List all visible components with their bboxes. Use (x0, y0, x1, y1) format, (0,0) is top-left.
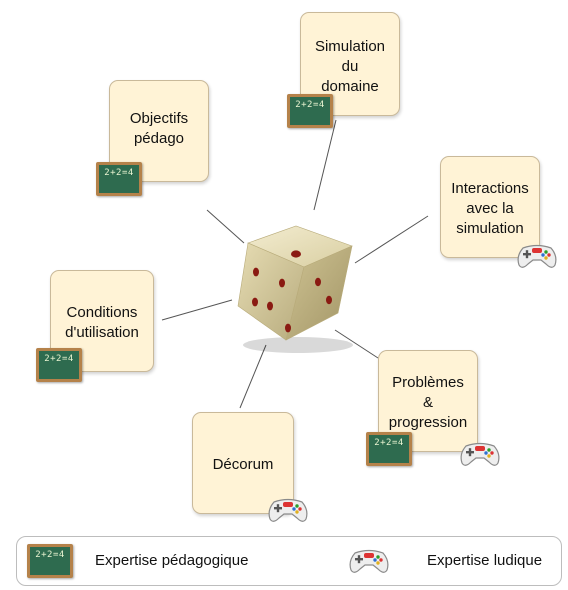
chalkboard-text: 2+2=4 (374, 438, 404, 448)
dice-pip (291, 250, 301, 258)
chalkboard-text: 2+2=4 (44, 354, 74, 364)
node-interactions: Interactions avec la simulation (440, 156, 540, 258)
connector-interactions (354, 215, 429, 264)
node-decorum: Décorum (192, 412, 294, 514)
gamepad-icon (347, 547, 391, 575)
dice-pip (267, 301, 273, 311)
dice-right-face (285, 245, 353, 341)
legend: 2+2=4 Expertise pédagogique Expertise lu… (16, 536, 562, 586)
dice-pip (285, 323, 291, 333)
label-line: Conditions (66, 304, 138, 321)
label-line: progression (388, 414, 468, 431)
label-line: & (422, 394, 433, 411)
dice-pip (252, 297, 258, 307)
chalkboard-icon: 2+2=4 (96, 162, 142, 196)
node-conditions: Conditions d'utilisation (50, 270, 154, 372)
label-line: Décorum (212, 456, 274, 473)
node-decorum-label: Décorum (193, 455, 293, 475)
dice-pip (315, 277, 321, 287)
connector-objectifs (206, 209, 245, 244)
node-problemes-label: Problèmes & progression (379, 373, 477, 433)
connector-simulation (313, 119, 337, 211)
label-line: avec la (466, 200, 514, 217)
dice-pip (253, 267, 259, 277)
label-line: Interactions (451, 180, 529, 197)
label-line: domaine (321, 78, 379, 95)
label-line: simulation (456, 220, 524, 237)
chalkboard-icon: 2+2=4 (36, 348, 82, 382)
gamepad-icon (515, 242, 559, 270)
label-line: Simulation (314, 38, 386, 55)
legend-ludic-label: Expertise ludique (427, 552, 543, 569)
gamepad-icon (266, 496, 310, 524)
dice-pip (279, 278, 285, 288)
chalkboard-text: 2+2=4 (35, 550, 65, 560)
chalkboard-icon: 2+2=4 (366, 432, 412, 466)
connector-decorum (239, 344, 267, 409)
label-line: Objectifs (129, 110, 189, 127)
chalkboard-icon: 2+2=4 (27, 544, 73, 578)
label-line: d'utilisation (65, 324, 139, 341)
connector-problemes (334, 329, 379, 359)
label-line: Problèmes (392, 374, 464, 391)
chalkboard-text: 2+2=4 (104, 168, 134, 178)
node-simulation-label: Simulation du domaine (301, 37, 399, 97)
label-line: pédago (133, 130, 185, 147)
dice-pip (326, 295, 332, 305)
node-conditions-label: Conditions d'utilisation (51, 303, 153, 343)
chalkboard-text: 2+2=4 (295, 100, 325, 110)
legend-pedagogic-label: Expertise pédagogique (95, 552, 249, 569)
label-line: du (341, 58, 359, 75)
node-interactions-label: Interactions avec la simulation (441, 179, 539, 239)
connector-conditions (161, 299, 233, 321)
gamepad-icon (458, 440, 502, 468)
chalkboard-icon: 2+2=4 (287, 94, 333, 128)
node-objectifs-label: Objectifs pédago (110, 109, 208, 149)
